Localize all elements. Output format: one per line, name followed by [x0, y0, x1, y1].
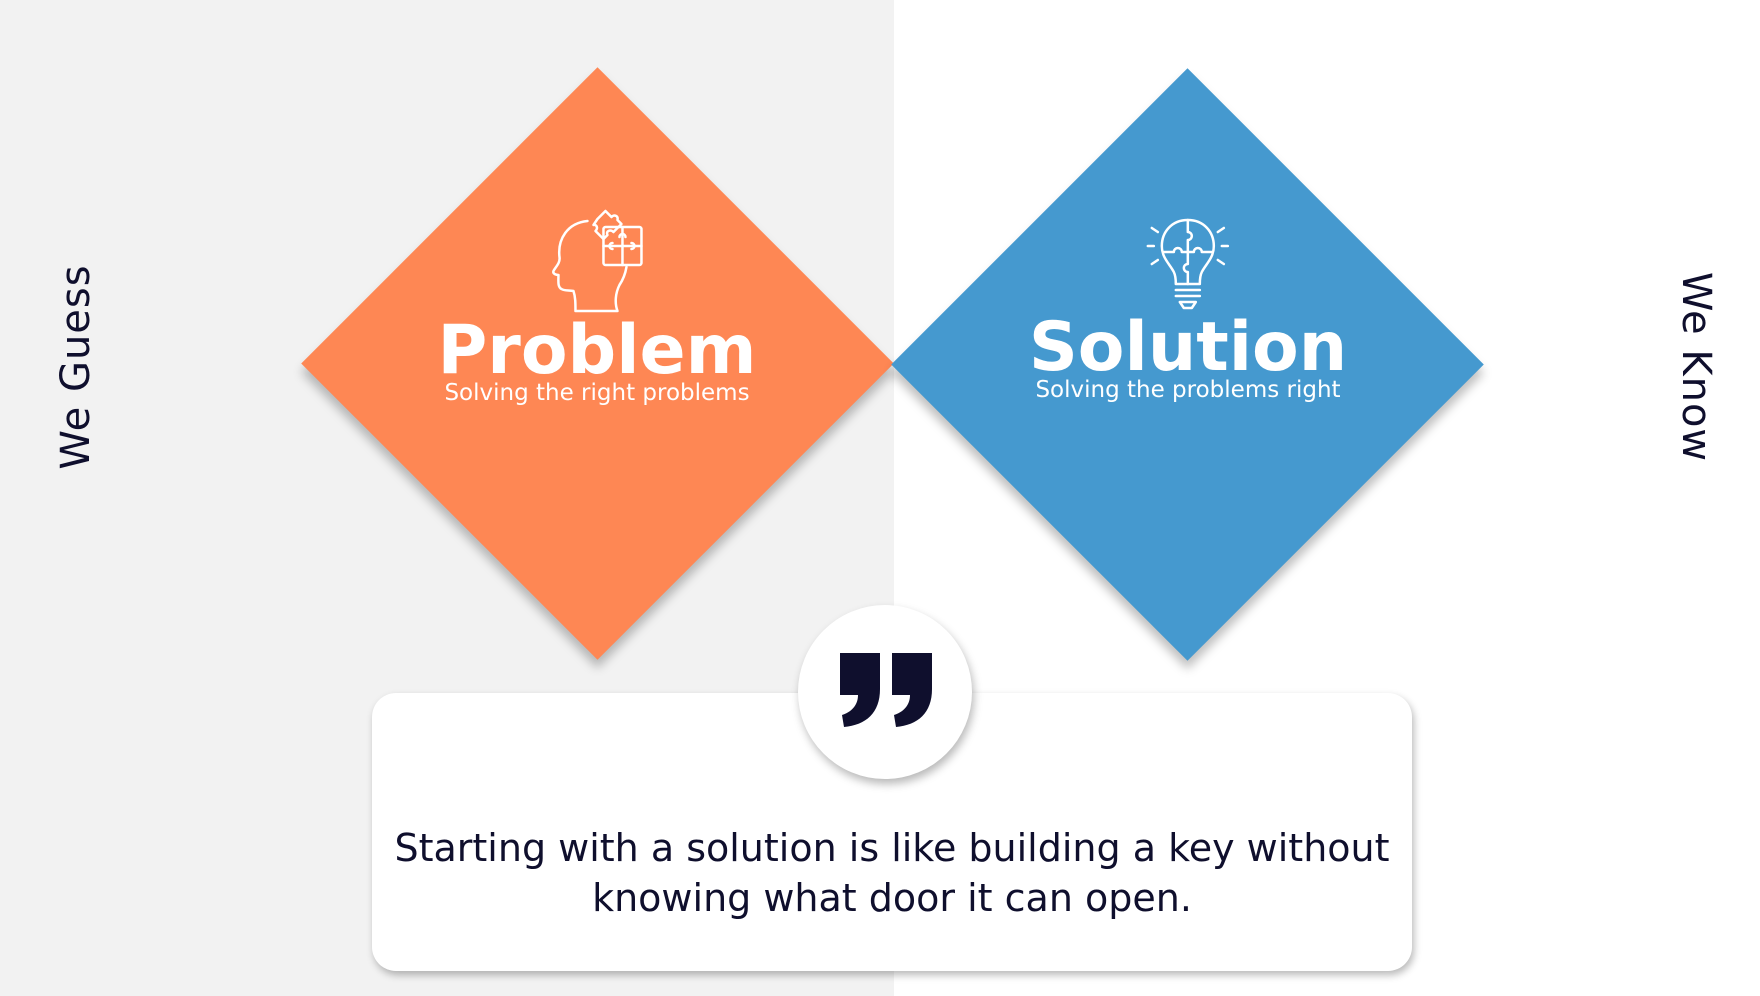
lightbulb-puzzle-icon [1146, 218, 1230, 310]
problem-content: Problem Solving the right problems [437, 205, 757, 407]
we-guess-label: We Guess [53, 264, 99, 470]
problem-subtitle: Solving the right problems [444, 380, 750, 406]
head-puzzle-icon [551, 209, 643, 313]
solution-subtitle: Solving the problems right [1035, 377, 1341, 403]
problem-title: Problem [437, 311, 757, 390]
quote-badge [798, 605, 972, 779]
quote-text: Starting with a solution is like buildin… [394, 826, 1390, 920]
quotation-mark-icon [840, 653, 932, 727]
we-know-label: We Know [1673, 271, 1719, 463]
solution-title: Solution [1028, 308, 1348, 387]
solution-content: Solution Solving the problems right [1029, 212, 1347, 404]
